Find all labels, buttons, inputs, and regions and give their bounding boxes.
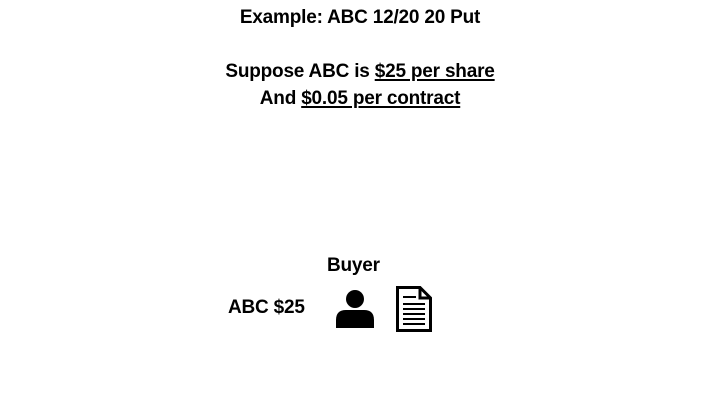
price-line-emphasis: $25 per share [374,61,495,82]
premium-line-prefix: And [259,88,302,109]
premium-line-emphasis: $0.05 per contract [301,88,461,109]
document-icon [396,286,432,332]
price-line: Suppose ABC is $25 per share [0,60,720,84]
slide-title-text: Example: ABC 12/20 20 Put [239,7,481,28]
slide-title: Example: ABC 12/20 20 Put [0,6,720,30]
buyer-label: Buyer [327,255,380,276]
person-icon [336,290,374,328]
price-line-prefix: Suppose ABC is [225,61,375,82]
premium-line: And $0.05 per contract [0,87,720,111]
stock-price-label: ABC $25 [228,297,305,318]
